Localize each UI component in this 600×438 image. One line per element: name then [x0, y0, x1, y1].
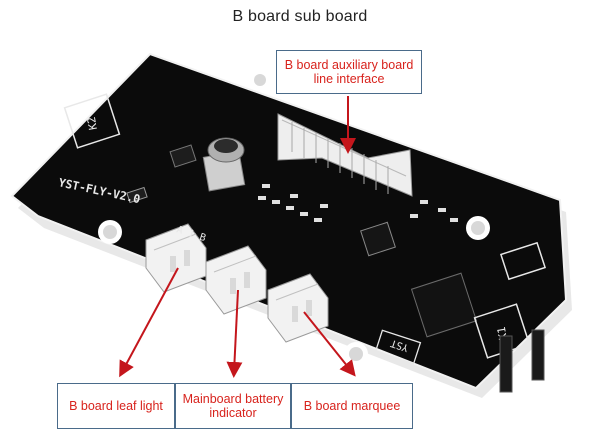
diode: [126, 186, 148, 204]
callout-marquee: B board marquee: [291, 383, 413, 429]
callout-leaf-light: B board leaf light: [57, 383, 175, 429]
right-footprint: [499, 241, 547, 281]
arrow-marquee: [303, 311, 356, 377]
header-pins: [499, 329, 545, 393]
svg-text:YST: YST: [389, 337, 410, 353]
svg-text:K2: K2: [85, 116, 100, 131]
marquee-connector: [267, 273, 329, 343]
battery-indicator-connector: [205, 245, 267, 315]
inductor: [169, 144, 197, 168]
callout-battery-indicator: Mainboard battery indicator: [175, 383, 291, 429]
callout-aux-interface: B board auxiliary board line interface: [276, 50, 422, 94]
page-title: B board sub board: [232, 8, 368, 25]
microcontroller-chip: [410, 272, 478, 338]
k2-button-footprint: K2: [63, 93, 121, 149]
regulator-chip: [360, 221, 396, 257]
smd-components: [258, 184, 458, 222]
arrow-battery: [226, 289, 243, 378]
brand-silkscreen: YST: [374, 329, 422, 365]
arrow-leaf: [119, 267, 179, 378]
capacitor: [202, 137, 246, 192]
